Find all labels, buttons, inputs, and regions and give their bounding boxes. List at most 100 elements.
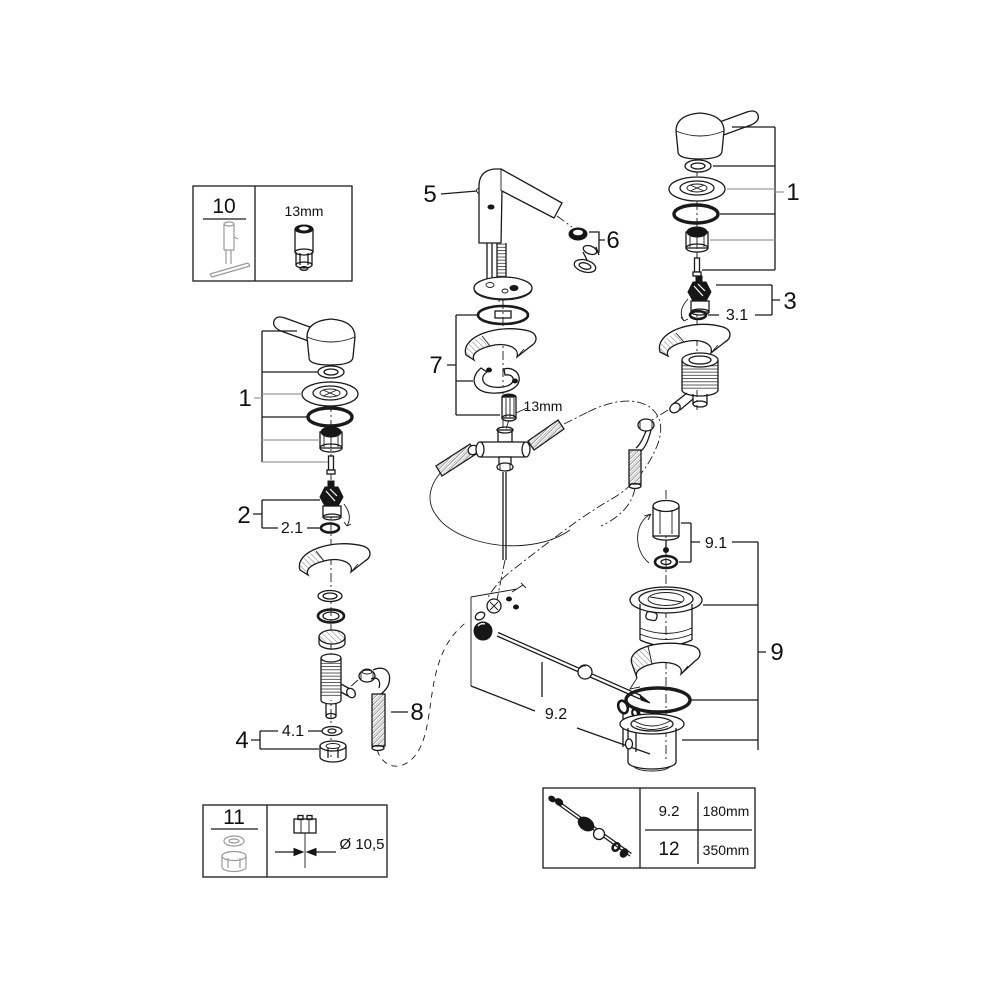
insertion-arrow <box>637 513 652 564</box>
pull-rod-group: 9.2 <box>470 631 651 755</box>
service-tool-drawing <box>209 221 251 278</box>
tool-box-socket-size: 13mm <box>285 203 324 219</box>
part-waste-body <box>619 713 685 772</box>
part-ring-right <box>684 159 712 173</box>
callout-bracket-1-right: 1 <box>702 126 800 271</box>
hose-routing-curves <box>376 400 662 767</box>
spout-group: 5 <box>423 168 563 244</box>
rod-drawing <box>548 795 632 858</box>
part-cartridge-left <box>319 480 352 527</box>
spout-fixing-group: 13mm 7 <box>429 243 563 422</box>
socket-13mm-drawing <box>294 224 314 271</box>
callout-4-1: 4.1 <box>282 723 304 740</box>
callout-bracket-1-left: 1 <box>238 330 328 463</box>
callout-bracket-7: 7 <box>429 314 500 416</box>
callout-9-1: 9.1 <box>705 535 727 552</box>
left-rosette <box>298 543 371 577</box>
part-base-seal <box>318 629 346 650</box>
callout-1-right: 1 <box>786 179 799 206</box>
table-row1-length: 180mm <box>703 803 750 819</box>
part-oring-2-1 <box>319 522 341 534</box>
callout-1-left: 1 <box>238 385 251 412</box>
center-rosette <box>464 328 537 362</box>
part-mounting-nut <box>319 740 347 763</box>
waste-assembly-group: 9 <box>619 542 784 772</box>
table-row1-item: 9.2 <box>659 803 680 820</box>
tool-info-box: 10 13mm <box>192 185 353 282</box>
right-elbow-hose <box>628 409 669 490</box>
callout-bracket-9-1: 9.1 <box>679 522 758 563</box>
rod-length-table: 9.2 180mm 12 350mm <box>645 792 752 864</box>
callout-6: 6 <box>606 227 619 254</box>
adapter-size-label: 13mm <box>524 398 563 414</box>
part-screw-left <box>326 455 336 475</box>
part-plug <box>652 499 680 553</box>
callout-7: 7 <box>429 352 442 379</box>
gray-oring-drawing <box>223 835 245 847</box>
braided-hose-right <box>628 449 642 490</box>
part-oring-right <box>672 203 720 225</box>
part-adapter-13mm: 13mm <box>501 393 563 422</box>
right-cartridge-group: 3.1 3 <box>680 275 797 324</box>
part-waste-oring <box>624 686 692 714</box>
part-tee-body <box>475 426 531 472</box>
tee-connector-group <box>435 411 589 560</box>
gray-nut-drawing <box>221 850 247 873</box>
part-mousseur <box>573 244 600 274</box>
part-oring-left <box>306 406 354 428</box>
callout-bracket-9-2: 9.2 <box>470 662 651 755</box>
callout-9: 9 <box>770 639 783 666</box>
part-plug-seal <box>653 554 679 570</box>
part-waste-top-flange <box>629 586 703 647</box>
part-ring-left <box>317 365 345 379</box>
popup-pivot-group <box>470 582 527 686</box>
aerator-group: 6 <box>556 215 620 274</box>
waste-plug-group: 9.1 <box>637 499 758 570</box>
callout-3-1: 3.1 <box>726 307 748 324</box>
braided-hose-upper-right <box>527 411 589 451</box>
left-cartridge-group: 2.1 2 <box>237 480 352 537</box>
callout-5: 5 <box>423 181 436 208</box>
right-handle-assembly: 1 <box>668 110 800 277</box>
callout-2-1: 2.1 <box>281 520 303 537</box>
fastener-box-item-number: 11 <box>223 806 245 829</box>
part-waste-wedge <box>629 642 701 690</box>
part-handle-lever-right <box>675 110 759 160</box>
rod-length-box: 9.2 180mm 12 350mm <box>542 787 756 869</box>
table-row2-length: 350mm <box>703 842 750 858</box>
callout-3: 3 <box>783 288 796 315</box>
callout-bracket-3: 3.1 3 <box>708 284 797 324</box>
callout-4: 4 <box>235 727 248 754</box>
part-oring-3-1 <box>688 309 708 321</box>
callout-2: 2 <box>237 502 250 529</box>
part-handle-lever-left <box>273 316 356 366</box>
left-handle-assembly: 1 <box>238 316 359 475</box>
callout-bracket-4: 4.1 4 <box>235 723 322 754</box>
mounting-fasteners-group: 4.1 4 <box>235 723 347 763</box>
braided-hose-left <box>435 443 479 477</box>
part-cap-nut-right <box>685 226 709 253</box>
part-escutcheon-left <box>301 381 359 407</box>
part-cartridge-right <box>680 275 712 322</box>
table-row2-item: 12 <box>658 839 679 860</box>
callout-bracket-9: 9 <box>682 542 784 750</box>
part-escutcheon-right <box>668 176 726 202</box>
part-cap-nut-left <box>319 426 343 453</box>
pull-rod-upper <box>502 472 507 560</box>
connection-hose-group: 8 <box>348 667 424 752</box>
part-base-washer <box>473 276 533 301</box>
braided-hose-8 <box>371 693 386 752</box>
right-threaded-shank <box>669 352 719 414</box>
callout-bracket-2: 2.1 2 <box>237 499 320 537</box>
tool-box-item-number: 10 <box>212 195 235 218</box>
callout-8: 8 <box>410 699 423 726</box>
callout-9-2: 9.2 <box>545 706 567 723</box>
left-ring-stack <box>316 589 346 650</box>
part-washer-4-1 <box>321 725 343 737</box>
rod-diameter-drawing: Ø 10,5 <box>275 814 385 868</box>
part-horseshoe-clamp <box>473 367 520 394</box>
rod-diameter-label: Ø 10,5 <box>339 836 384 853</box>
left-threaded-shank <box>320 653 357 720</box>
